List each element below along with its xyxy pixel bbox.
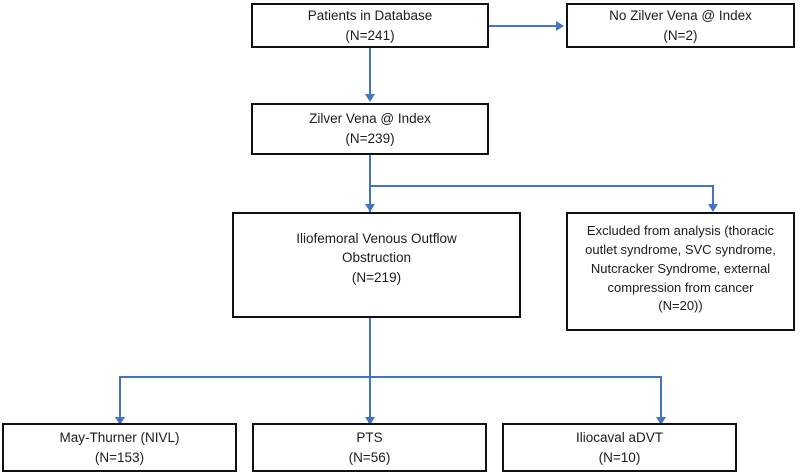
- node-excluded-from-analysis: Excluded from analysis (thoracic outlet …: [566, 212, 795, 331]
- node-label: May-Thurner (NIVL): [59, 429, 180, 445]
- node-no-zilver-vena-index: No Zilver Vena @ Index (N=2): [566, 3, 795, 48]
- node-count: (N=2): [663, 27, 698, 43]
- arrow-down-iliocaval: [656, 417, 666, 425]
- connector-split-to-pts: [369, 376, 371, 420]
- connector-database-to-zilver: [369, 48, 371, 95]
- node-label-line-1: Iliofemoral Venous Outflow: [296, 230, 457, 246]
- connector-zilver-split-horizontal: [369, 185, 714, 187]
- node-count: (N=56): [348, 449, 391, 465]
- connector-zilver-stem: [369, 155, 371, 212]
- node-iliofemoral-venous-outflow-obstruction: Iliofemoral Venous Outflow Obstruction (…: [232, 212, 521, 318]
- node-count: (N=241): [345, 27, 395, 43]
- connector-iliofemoral-stem: [369, 317, 371, 377]
- node-may-thurner-nivl: May-Thurner (NIVL) (N=153): [2, 423, 237, 472]
- connector-bottom-split-horizontal: [119, 376, 662, 378]
- node-label-line-2: Obstruction: [341, 250, 412, 266]
- node-count: (N=153): [94, 449, 145, 465]
- node-patients-in-database: Patients in Database (N=241): [251, 3, 489, 48]
- connector-split-to-may-thurner: [119, 376, 121, 420]
- arrow-right-no-zilver: [556, 21, 564, 31]
- node-label: Excluded from analysis (thoracic outlet …: [585, 223, 776, 295]
- node-count: (N=10): [598, 449, 641, 465]
- node-count: (N=219): [351, 269, 402, 285]
- node-label: Iliocaval aDVT: [575, 429, 664, 445]
- node-iliocaval-advt: Iliocaval aDVT (N=10): [502, 423, 737, 472]
- arrow-down-excluded: [708, 204, 718, 212]
- node-count: (N=20)): [658, 298, 703, 314]
- node-pts: PTS (N=56): [252, 423, 487, 472]
- connector-split-to-excluded: [712, 185, 714, 207]
- node-zilver-vena-index: Zilver Vena @ Index (N=239): [251, 103, 489, 155]
- arrow-down-zilver-vena: [365, 94, 375, 102]
- node-label: Patients in Database: [307, 7, 433, 23]
- arrow-down-may-thurner: [115, 417, 125, 425]
- node-count: (N=239): [345, 131, 395, 146]
- node-label: No Zilver Vena @ Index: [609, 7, 752, 23]
- node-label: Zilver Vena @ Index: [309, 111, 431, 127]
- connector-split-to-iliocaval: [660, 376, 662, 420]
- connector-database-to-no-zilver: [488, 25, 558, 27]
- arrow-down-pts: [365, 417, 375, 425]
- arrow-down-iliofemoral: [365, 204, 375, 212]
- node-label: PTS: [356, 429, 383, 445]
